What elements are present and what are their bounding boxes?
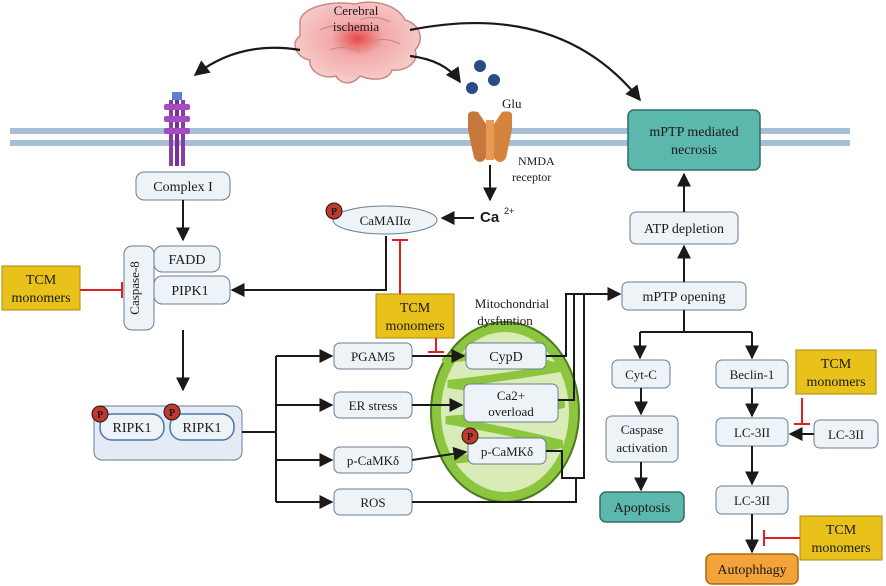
cerebral-label-2: ischemia: [333, 19, 379, 34]
lc3ii-label-1: LC-3II: [734, 425, 770, 440]
phospho-label: P: [331, 207, 337, 218]
apoptosis-label: Apoptosis: [614, 501, 671, 516]
arrow-brain-receptor: [193, 46, 301, 76]
fadd-label: FADD: [168, 253, 205, 268]
arrow-camkii-pipk1: [230, 236, 387, 297]
ripk1-label-2: RIPK1: [183, 421, 222, 436]
arrow-pcamkd-mptp: [546, 294, 585, 479]
p-camkd-label: p-CaMKδ: [347, 453, 399, 468]
cyt-c-label: Cyt-C: [625, 367, 657, 382]
tcm-left-label-1: TCM: [26, 273, 57, 288]
mito-label-1: Mitochondrial: [475, 296, 550, 311]
cerebral-label-1: Cerebral: [334, 3, 379, 18]
arrow-brain-glu: [409, 54, 461, 84]
lc3ii-label-2: LC-3II: [734, 493, 770, 508]
tcm-box-right-top: [795, 349, 877, 395]
ca-overload-label-1: Ca2+: [497, 388, 525, 403]
mptp-necrosis-box: [627, 109, 761, 171]
ripk1-label-1: RIPK1: [113, 421, 152, 436]
lc3ii-label-right: LC-3II: [828, 427, 864, 442]
pipk1-label: PIPK1: [171, 284, 208, 299]
nmda-label-2: receptor: [512, 170, 551, 184]
arrow-brain-mptp: [409, 21, 641, 102]
tcm-box-left: [1, 265, 81, 311]
beclin1-label: Beclin-1: [730, 367, 775, 382]
pgam5-label: PGAM5: [351, 349, 395, 364]
tcm-box-right-bottom: [799, 515, 883, 561]
ros-label: ROS: [360, 495, 385, 510]
caspase8-label: Caspase-8: [127, 261, 142, 314]
arrow-ros-mptp: [412, 478, 577, 503]
tcm-right-top-label-2: monomers: [806, 375, 865, 390]
receptor-icon: [164, 92, 190, 166]
tcm-box-center: [375, 293, 455, 339]
atp-depletion-label: ATP depletion: [644, 222, 724, 237]
phospho-icon: [325, 202, 343, 220]
tcm-center-label-1: TCM: [400, 301, 431, 316]
phospho-icon: [91, 405, 109, 423]
phospho-icon: [461, 427, 479, 445]
caspase-activation-label-2: activation: [616, 440, 668, 455]
complex-i-label: Complex I: [153, 180, 213, 195]
glu-label: Glu: [502, 96, 522, 111]
apoptosis-box: [599, 491, 685, 523]
camkii-box: [332, 205, 438, 235]
tcm-right-bottom-label-2: monomers: [811, 541, 870, 556]
ca-sup: 2+: [504, 206, 514, 216]
nmda-label-1: NMDA: [518, 154, 555, 168]
glutamate-dots: [466, 60, 500, 94]
ripk1-box-2: [169, 413, 235, 441]
nmda-receptor-icon: [468, 111, 512, 162]
phospho-icon: [163, 403, 181, 421]
ca-overload-label-2: overload: [488, 404, 534, 419]
ca-label: Ca: [480, 209, 500, 226]
tcm-right-top-label-1: TCM: [821, 357, 852, 372]
mito-label-2: dysfuntion: [477, 313, 533, 328]
tcm-center-label-2: monomers: [385, 319, 444, 334]
tcm-right-bottom-label-1: TCM: [826, 523, 857, 538]
mptp-necrosis-label-1: mPTP mediated: [649, 125, 738, 140]
pipk1-box: [153, 275, 231, 305]
cell-membrane: [10, 128, 850, 146]
arrow-ca-mptp: [558, 294, 575, 401]
ca-overload-box: [463, 383, 559, 423]
autophagy-label: Autophhagy: [717, 563, 786, 578]
mptp-necrosis-label-2: necrosis: [671, 143, 717, 158]
arrow-cypd-mptp: [546, 287, 622, 357]
arrow-pcamkd: [411, 446, 468, 461]
camkii-label: CaMAIIα: [360, 213, 411, 228]
phospho-label: P: [467, 432, 473, 443]
autophagy-box: [705, 553, 799, 585]
er-stress-label: ER stress: [349, 398, 398, 413]
mptp-opening-label: mPTP opening: [642, 290, 725, 305]
tcm-left-label-2: monomers: [11, 291, 70, 306]
ripk1-box-1: [99, 413, 165, 441]
p-camkd-mito-label: p-CaMKδ: [481, 444, 533, 459]
caspase-activation-label-1: Caspase: [621, 422, 664, 437]
phospho-label: P: [97, 410, 103, 421]
cypd-label: CypD: [489, 350, 522, 365]
brain-icon: [294, 1, 421, 84]
fadd-box: [153, 245, 221, 273]
phospho-label: P: [169, 408, 175, 419]
